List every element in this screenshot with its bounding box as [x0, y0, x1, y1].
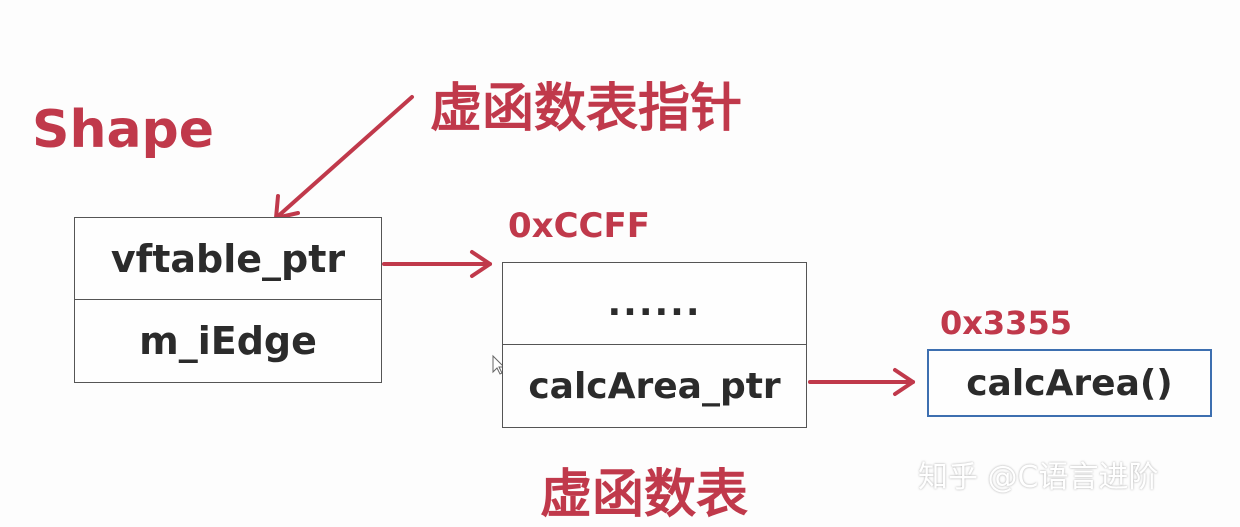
object-memory-box: vftable_ptr m_iEdge	[74, 217, 382, 383]
member-edge-cell: m_iEdge	[75, 300, 381, 382]
vtable-address-label: 0xCCFF	[508, 206, 650, 246]
class-name-label: Shape	[32, 100, 215, 160]
calcarea-ptr-label: calcArea_ptr	[528, 365, 781, 407]
calcarea-ptr-cell: calcArea_ptr	[503, 345, 806, 427]
member-edge-label: m_iEdge	[139, 319, 317, 363]
function-address-label: 0x3355	[940, 304, 1072, 342]
vftable-ptr-cell: vftable_ptr	[75, 218, 381, 300]
vtable-ellipsis-cell: ......	[503, 263, 806, 345]
watermark-text: 知乎 @C语言进阶	[918, 460, 1159, 495]
vtable-ellipsis-label: ......	[607, 283, 702, 324]
vtable-pointer-caption: 虚函数表指针	[430, 79, 743, 139]
calcarea-ptr-to-function-arrow	[808, 368, 915, 396]
function-label: calcArea()	[966, 362, 1173, 404]
function-cell: calcArea()	[929, 351, 1210, 415]
vtable-caption: 虚函数表	[540, 465, 749, 525]
vftable-to-vtable-arrow	[382, 250, 492, 278]
caption-to-vftable-arrow	[274, 95, 414, 220]
function-box: calcArea()	[927, 349, 1212, 417]
vftable-ptr-label: vftable_ptr	[110, 236, 346, 281]
vtable-box: ...... calcArea_ptr	[502, 262, 807, 428]
